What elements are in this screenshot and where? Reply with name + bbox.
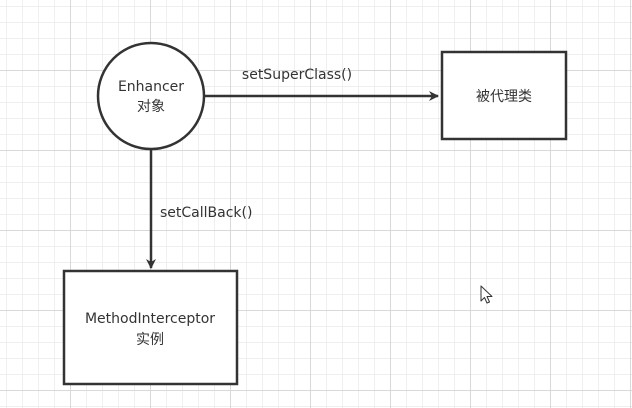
- node-interceptor[interactable]: MethodInterceptor 实例: [62, 269, 239, 386]
- node-proxied-class[interactable]: 被代理类: [440, 50, 568, 141]
- node-interceptor-label-line2: 实例: [136, 332, 164, 348]
- edge-set-super-class[interactable]: setSuperClass(): [204, 67, 439, 101]
- node-proxied-class-shape[interactable]: [440, 50, 568, 141]
- node-interceptor-shape[interactable]: [62, 269, 239, 386]
- node-enhancer-label-line1: Enhancer: [118, 79, 184, 95]
- node-enhancer[interactable]: Enhancer 对象: [96, 41, 206, 151]
- node-interceptor-label-line1: MethodInterceptor: [85, 311, 215, 327]
- edge-set-super-class-label: setSuperClass(): [242, 67, 352, 83]
- edge-set-call-back[interactable]: setCallBack(): [146, 149, 252, 269]
- node-enhancer-shape[interactable]: [96, 41, 206, 151]
- edge-set-call-back-label: setCallBack(): [160, 205, 252, 221]
- mouse-cursor-icon: [480, 285, 493, 304]
- node-enhancer-label-line2: 对象: [137, 99, 165, 115]
- node-proxied-class-label: 被代理类: [476, 89, 532, 105]
